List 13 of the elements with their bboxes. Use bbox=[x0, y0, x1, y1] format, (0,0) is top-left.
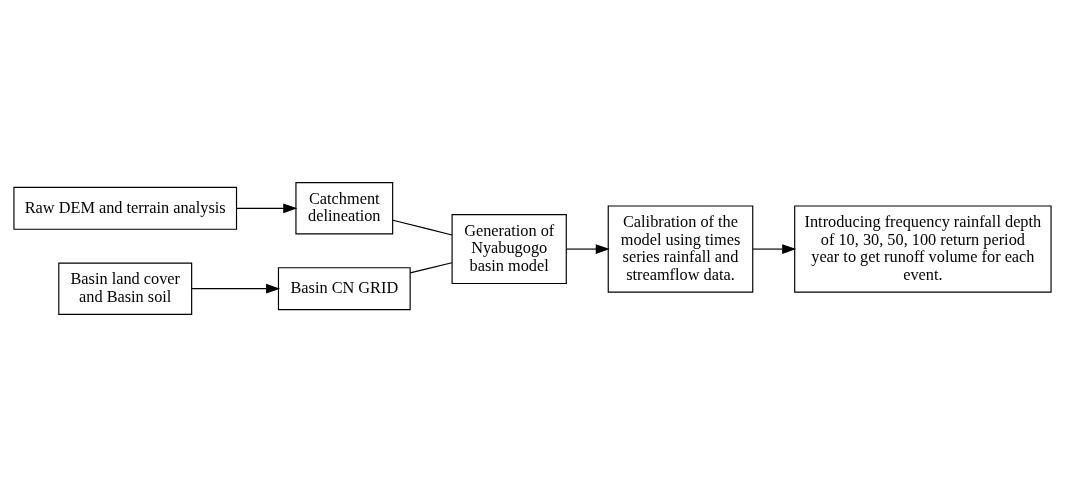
arrow bbox=[191, 283, 281, 294]
arrow bbox=[752, 243, 797, 254]
node-box: Basin CN GRID bbox=[277, 266, 411, 310]
connector bbox=[409, 261, 453, 273]
node-box: Introducing frequency rainfall depth of 10, 30, 50, 100 return period year to get runoff volume for each event. bbox=[794, 204, 1052, 293]
node-box: Raw DEM and terrain analysis bbox=[13, 186, 238, 230]
node-box: Generation of Nyabugogo basin model bbox=[451, 213, 567, 284]
arrow bbox=[566, 243, 610, 254]
node-box: Calibration of the model using times series rainfall and streamflow data. bbox=[607, 204, 754, 293]
node-box: Basin land cover and Basin soil bbox=[58, 262, 193, 315]
connector bbox=[392, 219, 453, 236]
arrow bbox=[236, 202, 298, 213]
node-box: Catchment delineation bbox=[295, 181, 394, 234]
